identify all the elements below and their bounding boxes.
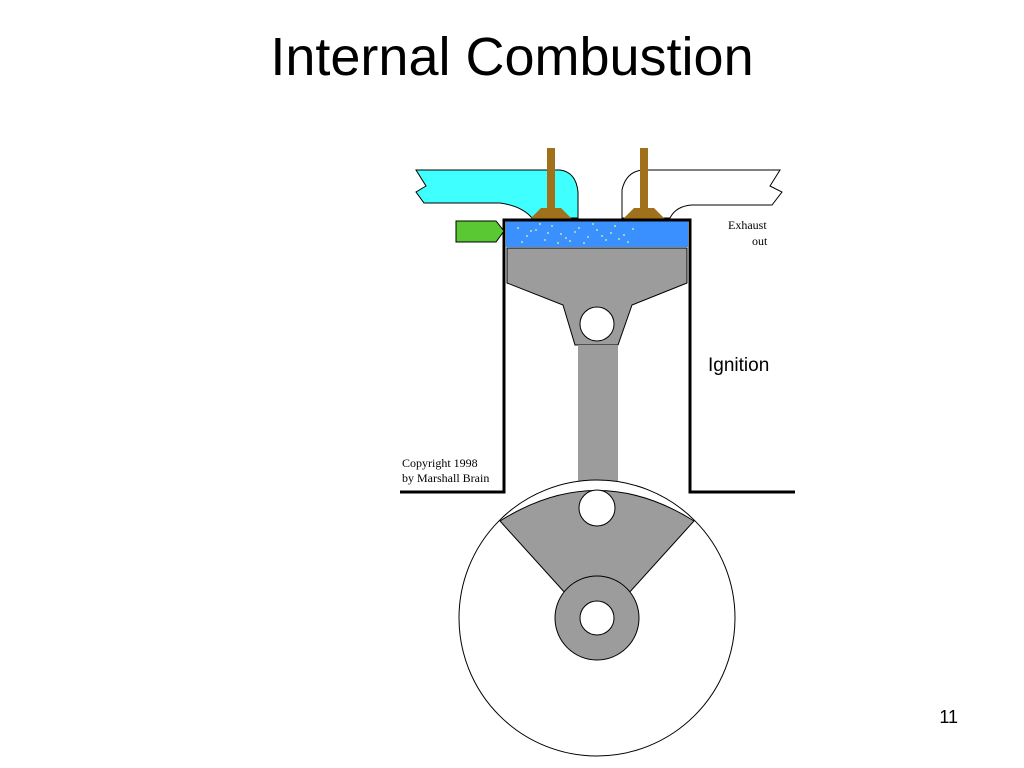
slide-title: Internal Combustion [270,27,754,87]
exhaust-valve [621,148,667,221]
cylinder-wall [400,218,795,494]
stroke-label: Ignition [708,355,769,376]
copyright-line2: by Marshall Brain [402,471,489,485]
exhaust-port [621,169,783,219]
crank-pin [578,489,616,527]
crank-axle [579,600,615,636]
copyright-line1: Copyright 1998 [402,456,478,470]
crank-arm [499,490,695,595]
exhaust-label-line1: Exhaust [728,218,767,232]
combustion-chamber [506,221,688,247]
spark-plug [455,220,505,243]
fuel-mixture-particles [517,223,634,244]
intake-valve [528,148,574,221]
connecting-rod [578,345,618,485]
wrist-pin [579,306,615,342]
page-number: 11 [939,707,958,727]
exhaust-label-line2: out [752,234,768,248]
